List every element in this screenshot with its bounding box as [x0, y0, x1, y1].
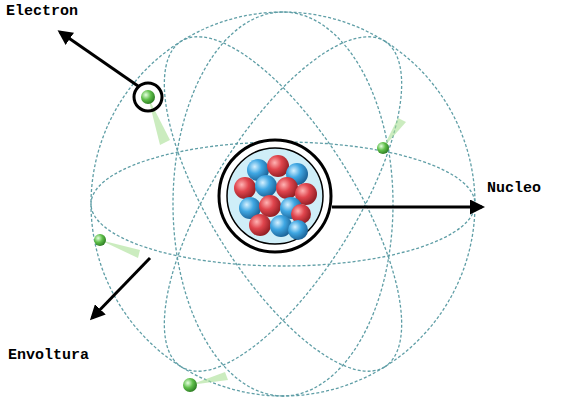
orbit-ellipse: [120, 3, 446, 404]
leader-arrow: [60, 32, 138, 86]
leader-arrow: [92, 258, 150, 318]
electron-highlight-ring: [134, 83, 162, 111]
nucleus: [219, 140, 331, 252]
electron-sphere: [94, 234, 106, 246]
neutron: [288, 220, 308, 240]
neutron: [270, 215, 292, 237]
electron-trail: [100, 240, 140, 258]
proton: [259, 195, 281, 217]
electron-sphere: [377, 142, 389, 154]
proton: [276, 177, 298, 199]
orbit-shell: [91, 3, 475, 404]
proton: [234, 177, 256, 199]
part-label: Electron: [6, 3, 78, 21]
part-label: Envoltura: [8, 347, 89, 365]
orbit-ellipse: [120, 3, 446, 404]
proton: [249, 214, 271, 236]
electron-sphere: [141, 90, 155, 104]
leader-arrow: [332, 206, 482, 209]
orbit-ellipse: [173, 12, 393, 396]
electron-sphere: [183, 378, 197, 392]
nucleus-outer-ring: [219, 140, 331, 252]
electrons: [94, 83, 389, 392]
neutron: [255, 175, 277, 197]
part-label: Nucleo: [487, 180, 541, 198]
proton: [267, 155, 289, 177]
electron-trails: [100, 97, 406, 385]
leader-arrows: [60, 32, 482, 318]
nucleus-inner-ring: [227, 148, 323, 244]
outer-shell: [91, 12, 475, 396]
